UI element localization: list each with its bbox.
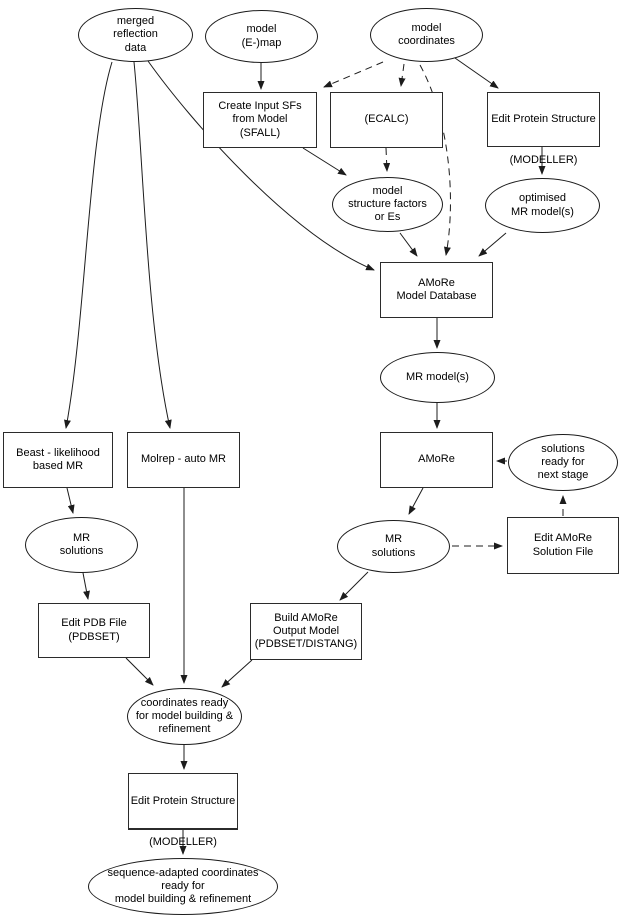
node-solutions-ready: solutions ready for next stage	[508, 434, 618, 491]
node-create-input-sfs: Create Input SFs from Model (SFALL)	[203, 92, 317, 148]
node-beast: Beast - likelihood based MR	[3, 432, 113, 488]
node-edit-protein-structure-bottom: Edit Protein Structure (MODELLER)	[128, 773, 238, 848]
edge-merged-reflection-data-to-molrep	[133, 61, 172, 429]
node-coordinates-ready: coordinates ready for model building & r…	[127, 688, 242, 745]
node-subtitle: (MODELLER)	[488, 146, 599, 173]
edge-merged-reflection-data-to-amore-model-database	[147, 60, 375, 271]
node-merged-reflection-data: merged reflection data	[78, 8, 193, 62]
edge-merged-reflection-data-to-beast	[64, 61, 113, 429]
edge-model-structure-factors-to-amore-model-database	[399, 232, 418, 257]
node-mr-solutions-left: MR solutions	[25, 517, 138, 573]
edge-model-coordinates-to-ecalc	[398, 63, 406, 87]
node-build-amore-output: Build AMoRe Output Model (PDBSET/DISTANG…	[250, 603, 362, 660]
edge-model-coordinates-to-create-input-sfs	[323, 61, 384, 88]
node-model-coordinates: model coordinates	[370, 8, 483, 62]
node-model-structure-factors: model structure factors or Es	[332, 177, 443, 232]
edge-build-amore-output-to-coordinates-ready	[221, 659, 253, 688]
node-edit-amore-solution-file: Edit AMoRe Solution File	[507, 517, 619, 574]
node-optimised-mr-models: optimised MR model(s)	[485, 178, 600, 233]
node-amore: AMoRe	[380, 432, 493, 488]
node-edit-protein-structure-top: Edit Protein Structure (MODELLER)	[487, 92, 600, 166]
edge-model-coordinates-to-amore-model-database	[419, 64, 451, 256]
node-molrep: Molrep - auto MR	[127, 432, 240, 488]
node-edit-pdb-file: Edit PDB File (PDBSET)	[38, 603, 150, 658]
edge-optimised-mr-models-to-amore-model-database	[478, 232, 507, 257]
edge-beast-to-mr-solutions-left	[66, 487, 75, 514]
edge-edit-pdb-file-to-coordinates-ready	[125, 657, 154, 686]
edge-mr-solutions-right-to-build-amore-output	[339, 571, 369, 601]
node-title: Edit Protein Structure	[130, 794, 236, 807]
edge-mr-solutions-left-to-edit-pdb-file	[82, 572, 90, 600]
node-subtitle: (MODELLER)	[129, 828, 237, 856]
node-mr-models: MR model(s)	[380, 352, 495, 403]
node-ecalc: (ECALC)	[330, 92, 443, 148]
node-amore-model-database: AMoRe Model Database	[380, 262, 493, 318]
node-mr-solutions-right: MR solutions	[337, 520, 450, 573]
edge-ecalc-to-model-structure-factors	[383, 147, 391, 172]
edge-model-coordinates-to-edit-protein-structure	[454, 57, 499, 89]
edge-amore-to-mr-solutions-right	[408, 487, 424, 515]
node-sequence-adapted: sequence-adapted coordinates ready for m…	[88, 858, 278, 915]
node-title: Edit Protein Structure	[491, 113, 596, 126]
edge-create-input-sfs-to-model-structure-factors	[302, 147, 347, 176]
node-model-e-map: model (E-)map	[205, 10, 318, 63]
